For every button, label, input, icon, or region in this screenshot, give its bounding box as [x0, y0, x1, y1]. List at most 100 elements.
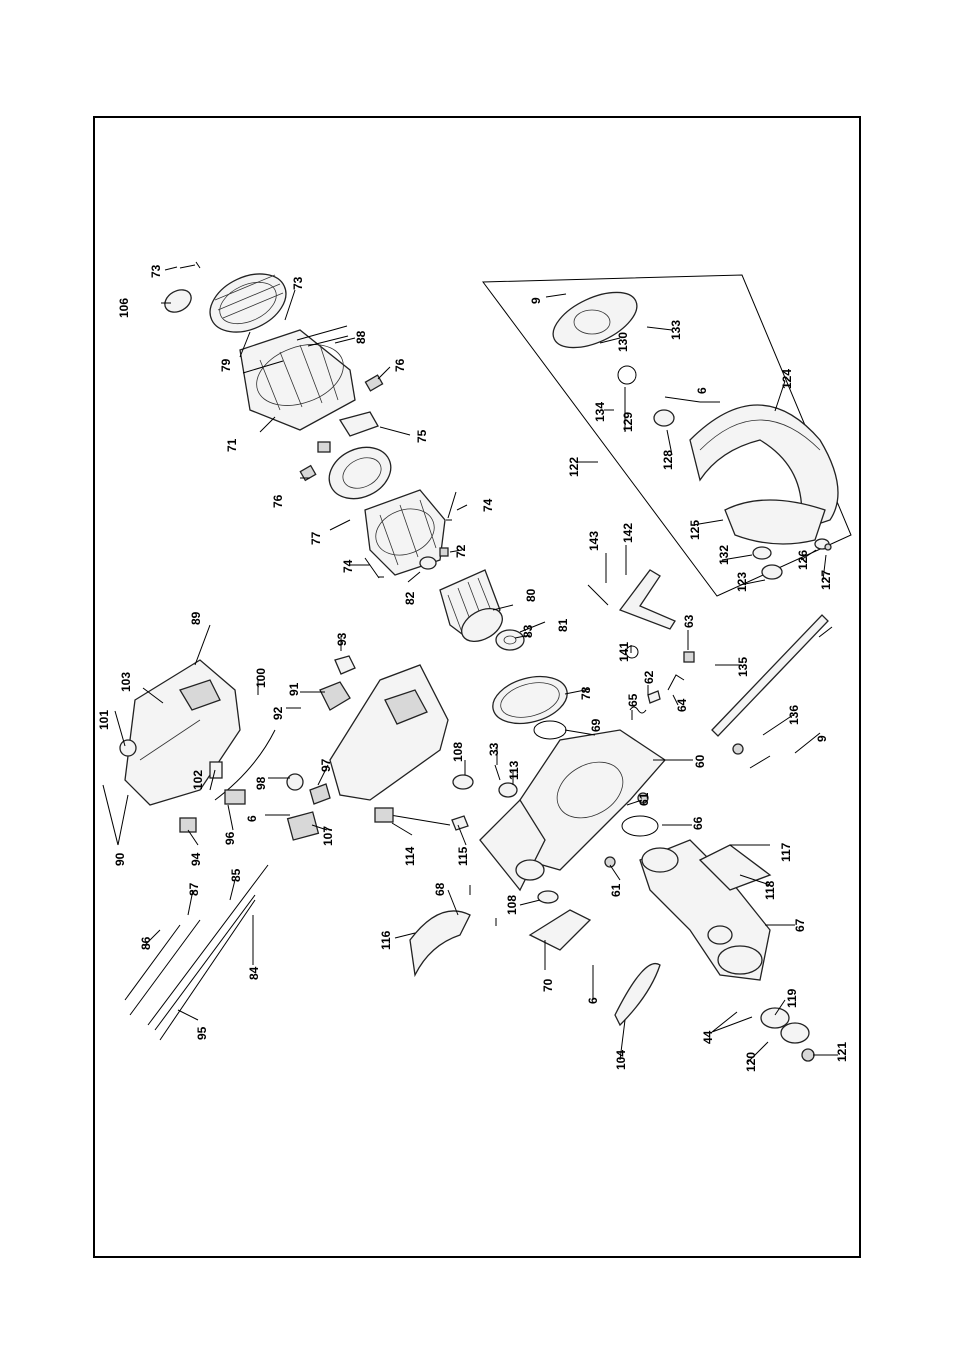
spacer-104: [615, 964, 660, 1025]
o-ring-69: [534, 721, 566, 739]
cord-85: [148, 865, 268, 1025]
label-88: 88: [354, 330, 368, 344]
cover-116: [410, 911, 470, 975]
label-60: 60: [693, 754, 707, 768]
label-83: 83: [521, 624, 535, 638]
lower-guard-125: [725, 500, 825, 544]
label-123: 123: [735, 572, 749, 592]
label-98: 98: [254, 776, 268, 790]
label-101: 101: [97, 710, 111, 730]
label-94: 94: [189, 852, 203, 866]
label-90: 90: [113, 852, 127, 866]
label-87: 87: [187, 882, 201, 896]
screw-143: [588, 585, 608, 605]
label-89: 89: [189, 611, 203, 625]
knob-101: [120, 740, 136, 756]
part-97: [310, 784, 330, 804]
label-76: 76: [393, 358, 407, 372]
switch-93: [335, 656, 355, 674]
label-119: 119: [785, 988, 799, 1008]
handle-half-89: [125, 660, 240, 805]
label-76: 76: [271, 494, 285, 508]
label-73: 73: [291, 276, 305, 290]
bearing-123: [762, 565, 782, 579]
bearing-83: [496, 630, 524, 650]
lever-142: [620, 570, 675, 629]
label-91: 91: [287, 682, 301, 696]
spring-129: [618, 366, 636, 384]
label-143: 143: [587, 531, 601, 551]
bearing-82: [420, 557, 436, 569]
label-67: 67: [793, 918, 807, 932]
label-66: 66: [691, 816, 705, 830]
label-71: 71: [225, 438, 239, 452]
label-84: 84: [247, 966, 261, 980]
label-79: 79: [219, 358, 233, 372]
label-69: 69: [589, 718, 603, 732]
label-132: 132: [717, 545, 731, 565]
nut-121: [802, 1049, 814, 1061]
latch-64: [668, 675, 684, 690]
label-102: 102: [191, 770, 205, 790]
label-117: 117: [779, 842, 793, 862]
brush-holder-75: [340, 412, 378, 436]
label-136: 136: [787, 705, 801, 725]
label-77: 77: [309, 531, 323, 545]
label-44: 44: [701, 1030, 715, 1044]
guard-plate-130: [545, 281, 645, 359]
label-6: 6: [695, 387, 709, 394]
motor-end-cap: [201, 263, 295, 344]
clip-115: [452, 816, 468, 830]
label-124: 124: [780, 369, 794, 389]
label-92: 92: [271, 706, 285, 720]
plug-cap: [161, 285, 195, 316]
brush-ring: [318, 438, 399, 509]
cord-95: [155, 895, 255, 1030]
label-108: 108: [505, 895, 519, 915]
long-screw-74a: [446, 492, 456, 520]
part-98: [287, 774, 303, 790]
label-103: 103: [119, 672, 133, 692]
trigger-91: [320, 682, 350, 710]
label-74: 74: [481, 498, 495, 512]
cord-87: [130, 920, 200, 1015]
label-33: 33: [487, 742, 501, 756]
screw-127: [825, 544, 831, 550]
label-118: 118: [763, 880, 777, 900]
label-73: 73: [149, 264, 163, 278]
label-75: 75: [415, 429, 429, 443]
flange-119: [761, 1008, 789, 1028]
label-108: 108: [451, 742, 465, 762]
bushing-113: [499, 783, 517, 797]
label-61: 61: [637, 792, 651, 806]
label-86: 86: [139, 936, 153, 950]
label-115: 115: [456, 846, 470, 866]
gasket-ring-78: [488, 669, 573, 731]
label-97: 97: [319, 758, 333, 772]
washer-108b: [538, 891, 558, 903]
screw-33: [495, 765, 500, 780]
label-142: 142: [621, 523, 635, 543]
label-106: 106: [117, 298, 131, 318]
label-100: 100: [254, 668, 268, 688]
label-134: 134: [593, 402, 607, 422]
label-74: 74: [341, 559, 355, 573]
label-9: 9: [529, 297, 543, 304]
label-141: 141: [617, 642, 631, 662]
label-6: 6: [586, 997, 600, 1004]
part-94: [180, 818, 196, 832]
label-121: 121: [835, 1042, 849, 1062]
label-70: 70: [541, 978, 555, 992]
part-102: [210, 762, 222, 778]
label-6: 6: [245, 815, 259, 822]
label-63: 63: [682, 614, 696, 628]
label-85: 85: [229, 868, 243, 882]
label-135: 135: [736, 657, 750, 677]
label-65: 65: [626, 693, 640, 707]
label-120: 120: [744, 1052, 758, 1072]
label-93: 93: [335, 632, 349, 646]
label-72: 72: [454, 544, 468, 558]
o-ring-66: [622, 816, 658, 836]
label-9: 9: [815, 735, 829, 742]
label-125: 125: [688, 520, 702, 540]
